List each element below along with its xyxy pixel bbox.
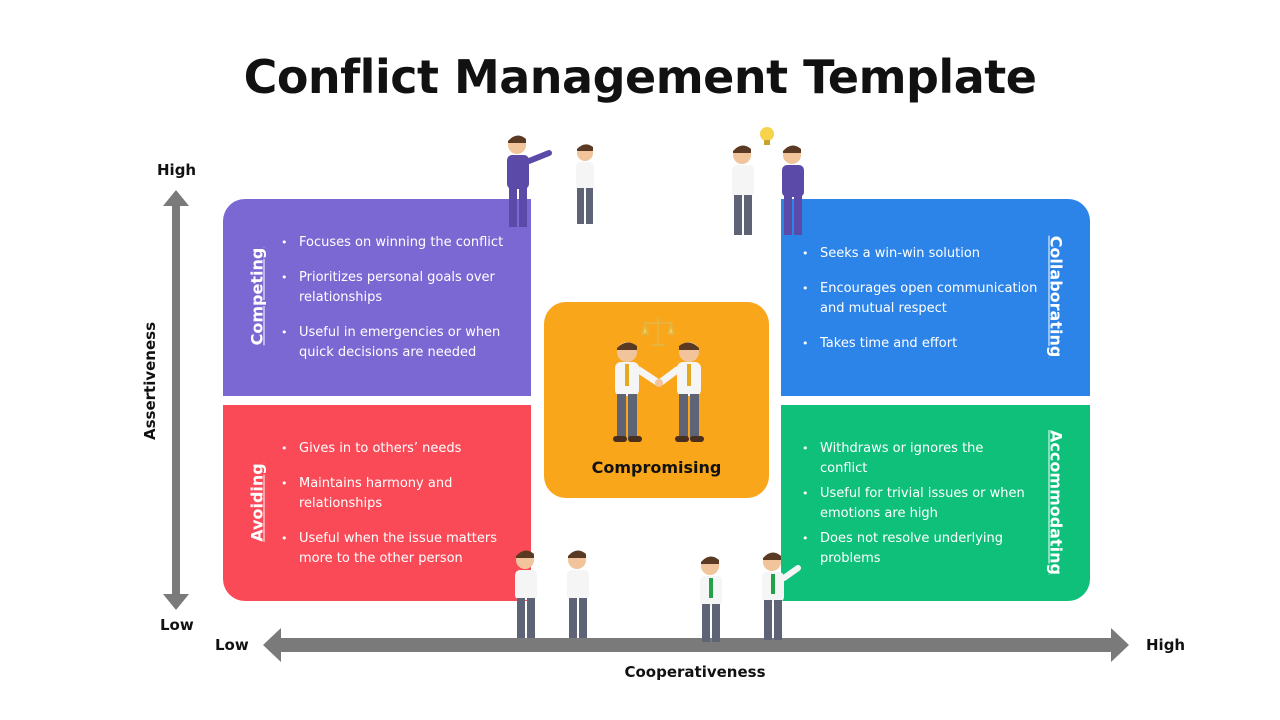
list-item: Withdraws or ignores the conflict bbox=[802, 439, 1027, 479]
y-axis-title: Assertiveness bbox=[141, 322, 159, 441]
avoiding-quadrant: Avoiding Gives in to others’ needs Maint… bbox=[223, 405, 531, 601]
collaborating-quadrant: Seeks a win-win solution Encourages open… bbox=[781, 199, 1090, 396]
list-item: Gives in to others’ needs bbox=[281, 439, 516, 459]
x-axis-high-label: High bbox=[1146, 636, 1186, 654]
compromising-box: Compromising bbox=[544, 302, 769, 498]
accommodating-label: Accommodating bbox=[1046, 430, 1066, 575]
compromising-label: Compromising bbox=[591, 458, 722, 477]
handshake-illustration bbox=[613, 342, 704, 442]
x-axis-arrow bbox=[263, 628, 1129, 662]
y-axis-low-label: Low bbox=[160, 616, 194, 634]
list-item: Useful when the issue matters more to th… bbox=[281, 529, 516, 569]
avoiding-illustration bbox=[515, 550, 589, 638]
scales-icon bbox=[640, 318, 676, 346]
competing-quadrant: Competing Focuses on winning the conflic… bbox=[223, 199, 531, 396]
list-item: Useful for trivial issues or when emotio… bbox=[802, 484, 1027, 524]
list-item: Focuses on winning the conflict bbox=[281, 233, 516, 253]
list-item: Takes time and effort bbox=[802, 334, 1042, 354]
list-item: Seeks a win-win solution bbox=[802, 244, 1042, 264]
accommodating-illustration bbox=[700, 552, 801, 642]
accommodating-points: Withdraws or ignores the conflict Useful… bbox=[802, 439, 1027, 584]
list-item: Does not resolve underlying problems bbox=[802, 529, 1027, 569]
y-axis-arrow bbox=[163, 190, 189, 610]
list-item: Prioritizes personal goals over relation… bbox=[281, 268, 516, 308]
list-item: Encourages open communication and mutual… bbox=[802, 279, 1042, 319]
avoiding-points: Gives in to others’ needs Maintains harm… bbox=[281, 439, 516, 584]
list-item: Useful in emergencies or when quick deci… bbox=[281, 323, 516, 363]
competing-points: Focuses on winning the conflict Prioriti… bbox=[281, 233, 516, 378]
list-item: Maintains harmony and relationships bbox=[281, 474, 516, 514]
collaborating-label: Collaborating bbox=[1046, 235, 1066, 358]
avoiding-label: Avoiding bbox=[247, 463, 267, 542]
collaborating-illustration bbox=[732, 127, 804, 235]
accommodating-quadrant: Withdraws or ignores the conflict Useful… bbox=[781, 405, 1090, 601]
y-axis-high-label: High bbox=[157, 161, 197, 179]
x-axis-low-label: Low bbox=[215, 636, 249, 654]
competing-label: Competing bbox=[247, 247, 267, 346]
competing-illustration bbox=[507, 135, 594, 227]
x-axis-title: Cooperativeness bbox=[624, 663, 766, 681]
page-title: Conflict Management Template bbox=[243, 50, 1037, 104]
collaborating-points: Seeks a win-win solution Encourages open… bbox=[802, 244, 1042, 369]
